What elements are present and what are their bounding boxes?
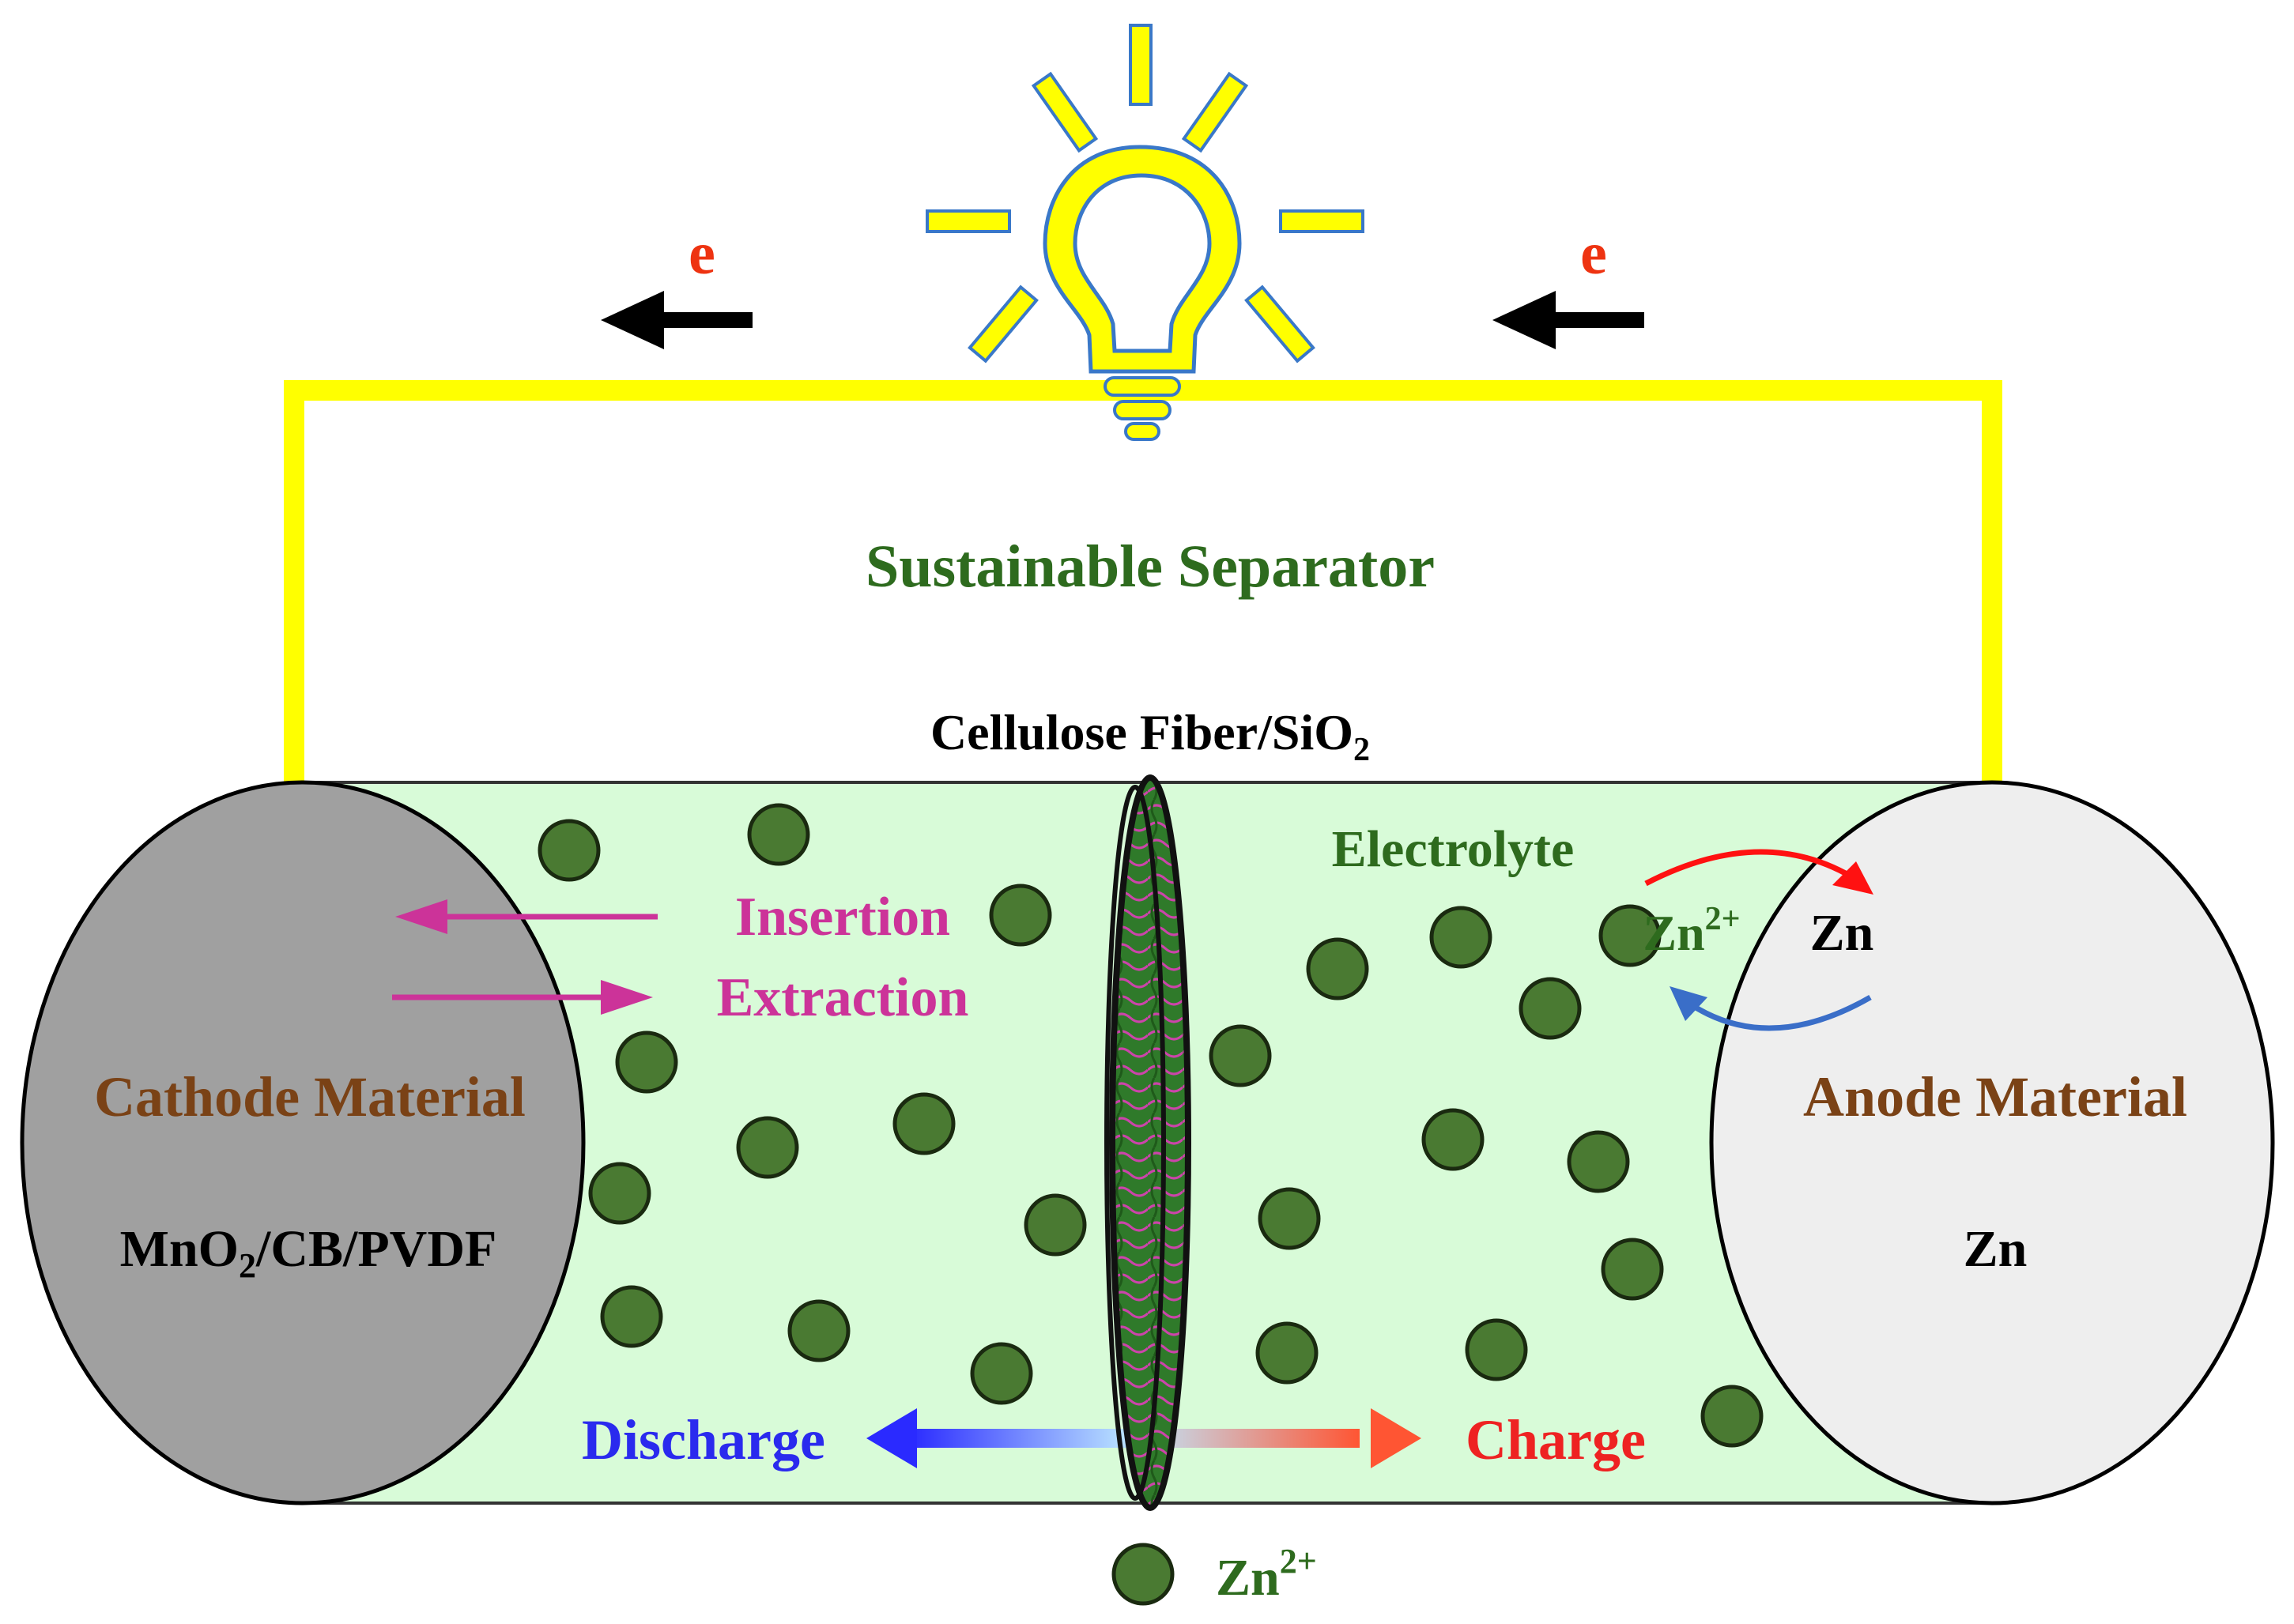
zn-ion xyxy=(538,819,601,882)
zn-ion xyxy=(615,1031,678,1094)
anode-composition: Zn xyxy=(1964,1220,2028,1278)
zn-ion xyxy=(787,1299,851,1362)
charge-label: Charge xyxy=(1466,1408,1646,1471)
cathode-electrode xyxy=(20,780,586,1505)
zn-ion xyxy=(1421,1108,1485,1171)
zn-ion xyxy=(1519,977,1582,1040)
zn-ion xyxy=(588,1162,651,1225)
zn-ion xyxy=(1465,1318,1528,1381)
anode-title: Anode Material xyxy=(1803,1065,2187,1129)
legend: Zn2+ xyxy=(1111,1542,1317,1607)
oxidation-arrow xyxy=(1678,994,1872,1031)
electron-arrow-left xyxy=(601,291,753,349)
zinc-metal-label: Zn xyxy=(1810,904,1874,962)
zn-ion xyxy=(970,1342,1033,1405)
discharge-label: Discharge xyxy=(582,1408,825,1471)
cathode-composition: MnO2/CB/PVDF xyxy=(120,1220,497,1285)
zn-ion xyxy=(1598,904,1662,967)
electrolyte-label: Electrolyte xyxy=(1332,820,1575,878)
extraction-label: Extraction xyxy=(717,967,969,1028)
electron-arrow-right xyxy=(1492,291,1644,349)
zn-ion xyxy=(600,1285,663,1348)
zn-ion xyxy=(1601,1238,1664,1301)
zn-ion xyxy=(1209,1024,1272,1087)
zn-ion xyxy=(1567,1130,1630,1193)
zn-ion xyxy=(1700,1385,1764,1448)
zinc-ion-label: Zn2+ xyxy=(1643,901,1740,961)
zn-ion xyxy=(736,1116,799,1179)
zn-ion xyxy=(747,803,810,866)
anode-electrode xyxy=(1709,780,2275,1505)
separator-title: Sustainable Separator xyxy=(866,533,1435,600)
zn-ion xyxy=(1429,906,1492,969)
zn-ion xyxy=(1255,1321,1319,1385)
extraction-arrow xyxy=(392,980,653,1015)
electron-label-left: e xyxy=(689,220,715,287)
insertion-arrow xyxy=(395,899,658,934)
separator-material-label: Cellulose Fiber/SiO2 xyxy=(930,704,1370,768)
zn-ion xyxy=(892,1092,956,1155)
separator-membrane xyxy=(1104,774,1191,1511)
zn-ion xyxy=(989,884,1052,947)
cathode-title: Cathode Material xyxy=(94,1065,526,1129)
zn-ion xyxy=(1306,937,1369,1000)
insertion-label: Insertion xyxy=(735,887,950,948)
zn-ions xyxy=(538,803,1764,1448)
zn-ion xyxy=(1024,1193,1087,1257)
legend-zn-ion-label: Zn2+ xyxy=(1216,1542,1317,1607)
electron-label-right: e xyxy=(1580,220,1607,287)
legend-zn-ion xyxy=(1111,1543,1175,1606)
zn-ion xyxy=(1258,1187,1321,1250)
light-bulb-icon xyxy=(926,24,1364,441)
reduction-arrow xyxy=(1644,849,1859,887)
